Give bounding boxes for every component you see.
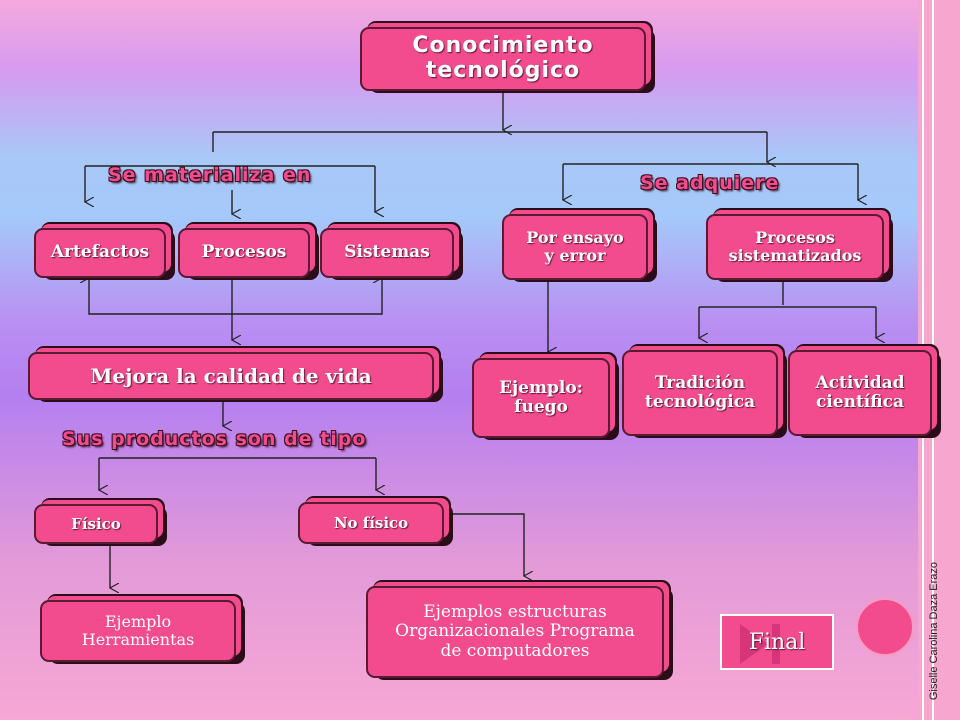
label-se-materializa-en: Se materializa en — [108, 164, 312, 186]
node-no-fisico: No físico — [298, 502, 444, 544]
node-fisico: Físico — [34, 504, 158, 544]
node-sistemas: Sistemas — [320, 228, 454, 278]
node-procesos-sistematizados: Procesos sistematizados — [706, 214, 884, 280]
final-button-label: Final — [748, 629, 806, 655]
play-end-icon — [740, 624, 780, 664]
final-button[interactable]: Final — [720, 614, 834, 670]
node-procesos: Procesos — [178, 228, 310, 278]
round-nav-button[interactable] — [856, 598, 914, 656]
node-tradicion-tecnologica: Tradición tecnológica — [622, 350, 778, 436]
connector-lines — [0, 92, 918, 720]
label-sus-productos: Sus productos son de tipo — [62, 428, 367, 450]
connector-to-estructuras — [444, 513, 524, 576]
node-artefactos: Artefactos — [34, 228, 166, 278]
node-ejemplo-fuego: Ejemplo: fuego — [472, 358, 610, 438]
node-conocimiento-tecnologico: Conocimiento tecnológico — [360, 27, 646, 91]
node-actividad-cientifica: Actividad científica — [788, 350, 932, 436]
connector-loop — [89, 278, 382, 315]
node-por-ensayo-y-error: Por ensayo y error — [502, 214, 648, 280]
node-ejemplos-estructuras: Ejemplos estructuras Organizacionales Pr… — [366, 586, 664, 678]
node-mejora-calidad-vida: Mejora la calidad de vida — [28, 352, 434, 400]
node-ejemplo-herramientas: Ejemplo Herramientas — [40, 600, 236, 662]
label-se-adquiere: Se adquiere — [640, 172, 780, 194]
strip-line — [932, 0, 934, 720]
